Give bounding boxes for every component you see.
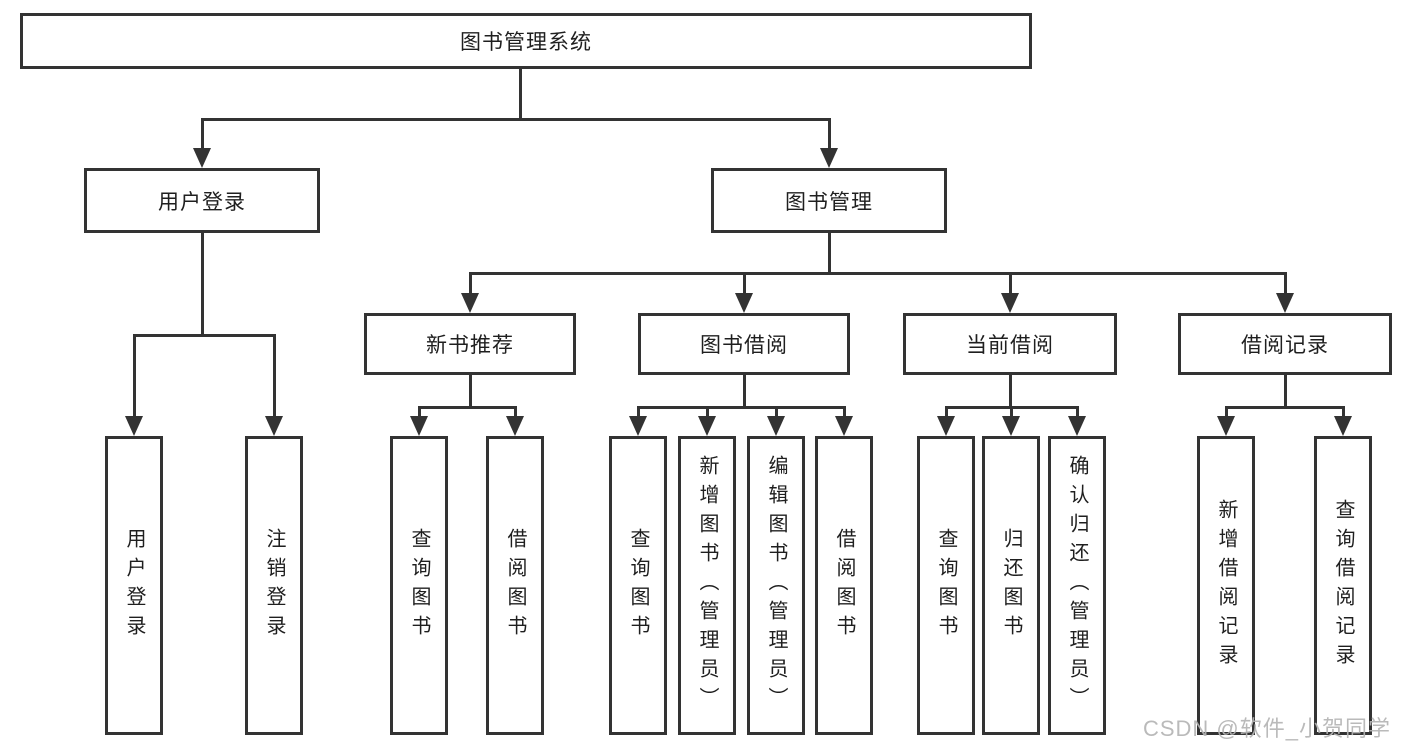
arrow-down-icon — [1002, 416, 1020, 436]
edge-line — [469, 272, 472, 296]
node-book-borrow-label: 图书借阅 — [700, 334, 788, 357]
arrow-down-icon — [1001, 293, 1019, 313]
leaf-confirm-return-admin: 确认归还（管理员） — [1048, 436, 1106, 735]
leaf-add-borrow-record: 新增借阅记录 — [1197, 436, 1255, 735]
arrow-down-icon — [1276, 293, 1294, 313]
arrow-down-icon — [698, 416, 716, 436]
edge-line — [1010, 406, 1013, 418]
edge-line — [743, 272, 746, 296]
arrow-down-icon — [1334, 416, 1352, 436]
leaf-edit-book-admin-label: 编辑图书（管理员） — [765, 455, 787, 716]
arrow-down-icon — [265, 416, 283, 436]
arrow-down-icon — [629, 416, 647, 436]
node-new-book-recommend: 新书推荐 — [364, 313, 576, 375]
edge-line — [1342, 406, 1345, 418]
node-current-borrow-label: 当前借阅 — [966, 334, 1054, 357]
node-root-label: 图书管理系统 — [460, 31, 592, 54]
edge-line — [828, 233, 831, 275]
edge-line — [743, 375, 746, 409]
node-borrow-records-label: 借阅记录 — [1241, 334, 1329, 357]
edge-line — [945, 406, 948, 418]
edge-line — [637, 406, 846, 409]
node-book-management-label: 图书管理 — [785, 190, 873, 214]
leaf-user-login: 用户登录 — [105, 436, 163, 735]
arrow-down-icon — [461, 293, 479, 313]
edge-line — [1009, 375, 1012, 409]
edge-line — [1076, 406, 1079, 418]
edge-line — [775, 406, 778, 418]
leaf-add-book-admin: 新增图书（管理员） — [678, 436, 736, 735]
edge-line — [519, 69, 522, 121]
edge-line — [828, 118, 831, 152]
edge-line — [418, 406, 517, 409]
leaf-recommend-query-book-label: 查询图书 — [408, 527, 430, 644]
edge-line — [706, 406, 709, 418]
leaf-edit-book-admin: 编辑图书（管理员） — [747, 436, 805, 735]
edge-line — [201, 118, 204, 152]
arrow-down-icon — [193, 148, 211, 168]
leaf-logout-label: 注销登录 — [263, 527, 285, 644]
edge-line — [514, 406, 517, 418]
arrow-down-icon — [125, 416, 143, 436]
leaf-add-borrow-record-label: 新增借阅记录 — [1215, 498, 1237, 673]
leaf-borrow-query-book: 查询图书 — [609, 436, 667, 735]
leaf-recommend-borrow-book: 借阅图书 — [486, 436, 544, 735]
edge-line — [133, 334, 136, 418]
leaf-borrow-book: 借阅图书 — [815, 436, 873, 735]
edge-line — [201, 118, 831, 121]
edge-line — [133, 334, 276, 337]
leaf-current-query-book-label: 查询图书 — [935, 527, 957, 644]
edge-line — [469, 375, 472, 409]
arrow-down-icon — [1068, 416, 1086, 436]
arrow-down-icon — [735, 293, 753, 313]
arrow-down-icon — [937, 416, 955, 436]
node-book-management: 图书管理 — [711, 168, 947, 233]
edge-line — [418, 406, 421, 418]
leaf-borrow-book-label: 借阅图书 — [833, 527, 855, 644]
arrow-down-icon — [1217, 416, 1235, 436]
leaf-current-query-book: 查询图书 — [917, 436, 975, 735]
edge-line — [843, 406, 846, 418]
edge-line — [1284, 272, 1287, 296]
leaf-add-book-admin-label: 新增图书（管理员） — [696, 455, 718, 716]
edge-line — [1225, 406, 1345, 409]
arrow-down-icon — [410, 416, 428, 436]
leaf-borrow-query-book-label: 查询图书 — [627, 527, 649, 644]
edge-line — [1225, 406, 1228, 418]
edge-line — [273, 334, 276, 418]
edge-line — [469, 272, 1287, 275]
leaf-logout: 注销登录 — [245, 436, 303, 735]
leaf-recommend-query-book: 查询图书 — [390, 436, 448, 735]
leaf-recommend-borrow-book-label: 借阅图书 — [504, 527, 526, 644]
leaf-confirm-return-admin-label: 确认归还（管理员） — [1066, 455, 1088, 716]
edge-line — [1009, 272, 1012, 296]
leaf-query-borrow-record: 查询借阅记录 — [1314, 436, 1372, 735]
leaf-return-book-label: 归还图书 — [1000, 527, 1022, 644]
arrow-down-icon — [767, 416, 785, 436]
leaf-query-borrow-record-label: 查询借阅记录 — [1332, 498, 1354, 673]
leaf-return-book: 归还图书 — [982, 436, 1040, 735]
node-new-book-recommend-label: 新书推荐 — [426, 334, 514, 357]
edge-line — [1284, 375, 1287, 409]
node-book-borrow: 图书借阅 — [638, 313, 850, 375]
node-user-login-label: 用户登录 — [158, 190, 246, 214]
node-root: 图书管理系统 — [20, 13, 1032, 69]
edge-line — [637, 406, 640, 418]
csdn-watermark: CSDN @软件_小贺同学 — [1142, 716, 1391, 741]
edge-line — [201, 233, 204, 337]
node-borrow-records: 借阅记录 — [1178, 313, 1392, 375]
leaf-user-login-label: 用户登录 — [123, 527, 145, 644]
edge-line — [945, 406, 1079, 409]
arrow-down-icon — [820, 148, 838, 168]
node-user-login: 用户登录 — [84, 168, 320, 233]
arrow-down-icon — [506, 416, 524, 436]
node-current-borrow: 当前借阅 — [903, 313, 1117, 375]
arrow-down-icon — [835, 416, 853, 436]
